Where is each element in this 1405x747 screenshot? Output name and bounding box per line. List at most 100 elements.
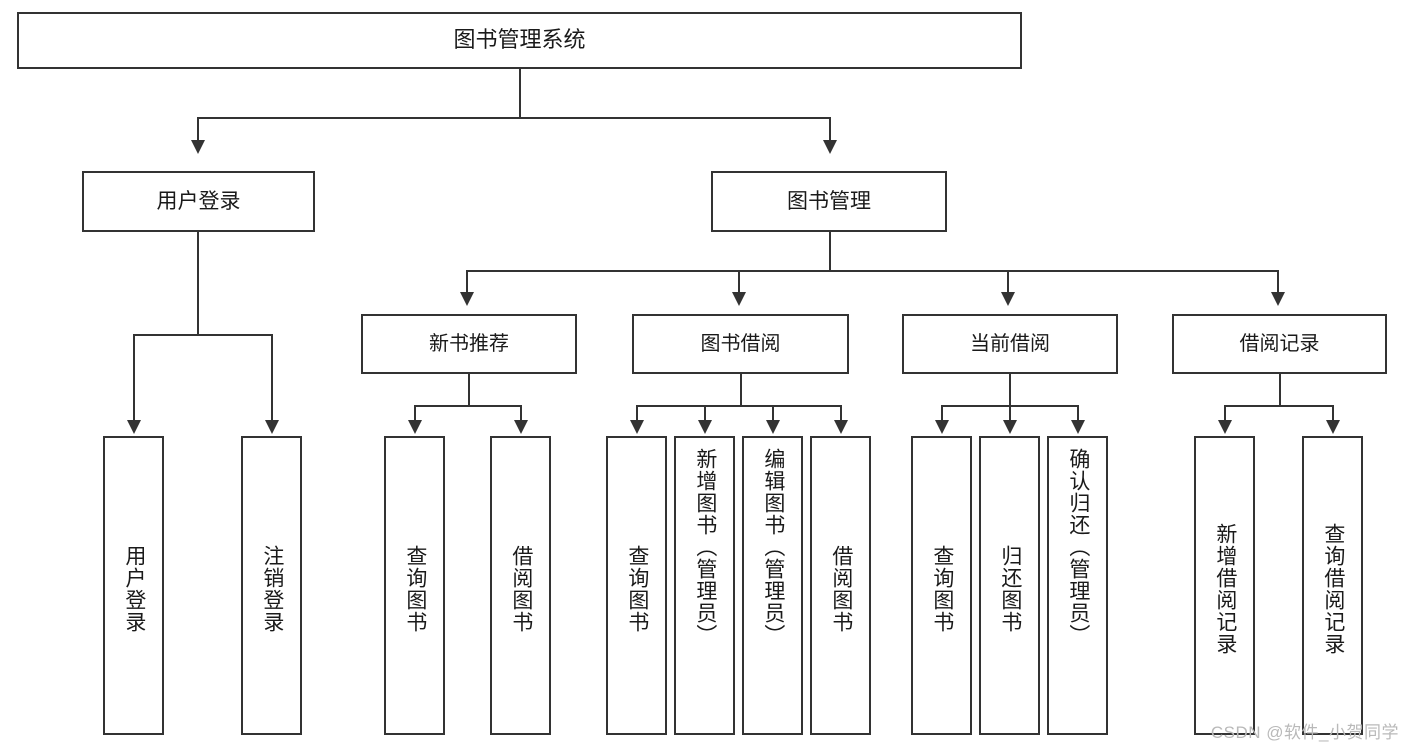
node-label: 新增图书（管理员） [693, 448, 717, 646]
connector-new-book-leaf1 [414, 405, 416, 422]
arrowhead-user-login-leaf2 [265, 420, 279, 434]
node-label: 借阅记录 [1239, 333, 1320, 355]
connector-root-stem [519, 69, 521, 118]
leaf-query-book-current[interactable]: 查询图书 [911, 436, 972, 735]
arrowhead-book-borrow-leaf3 [766, 420, 780, 434]
leaf-text-wrap: 查询图书 [913, 444, 970, 733]
arrowhead-borrow-record-leaf2 [1326, 420, 1340, 434]
leaf-text-wrap: 确认归还（管理员） [1049, 444, 1106, 737]
node-borrow-record[interactable]: 借阅记录 [1172, 314, 1387, 374]
arrowhead-book-manage [823, 140, 837, 154]
node-user-login[interactable]: 用户登录 [82, 171, 315, 232]
connector-current-borrow-stem [1009, 374, 1011, 406]
node-label: 查询图书 [403, 544, 427, 633]
connector-book-borrow-leaf2 [704, 405, 706, 422]
node-label: 借阅图书 [509, 544, 533, 633]
arrowhead-borrow-record [1271, 292, 1285, 306]
leaf-add-borrow-record[interactable]: 新增借阅记录 [1194, 436, 1255, 735]
node-label: 编辑图书（管理员） [761, 448, 785, 646]
leaf-text-wrap: 编辑图书（管理员） [744, 444, 801, 737]
leaf-borrow-book-recommend[interactable]: 借阅图书 [490, 436, 551, 735]
connector-borrow-record-stem [1279, 374, 1281, 406]
leaf-return-book[interactable]: 归还图书 [979, 436, 1040, 735]
connector-book-manage-stem [829, 232, 831, 271]
arrowhead-new-book-leaf1 [408, 420, 422, 434]
leaf-text-wrap: 查询图书 [386, 444, 443, 733]
leaf-user-login[interactable]: 用户登录 [103, 436, 164, 735]
connector-new-book-stem [468, 374, 470, 406]
node-label: 归还图书 [998, 544, 1022, 633]
leaf-query-book-recommend[interactable]: 查询图书 [384, 436, 445, 735]
connector-book-borrow-leaf4 [840, 405, 842, 422]
connector-to-borrow-record [1277, 270, 1279, 294]
connector-borrow-record-leaf1 [1224, 405, 1226, 422]
node-root-system[interactable]: 图书管理系统 [17, 12, 1022, 69]
arrowhead-current-borrow [1001, 292, 1015, 306]
arrowhead-book-borrow [732, 292, 746, 306]
arrowhead-current-borrow-leaf2 [1003, 420, 1017, 434]
connector-new-book-bus [414, 405, 522, 407]
connector-book-borrow-leaf1 [636, 405, 638, 422]
connector-new-book-leaf2 [520, 405, 522, 422]
connector-current-borrow-leaf3 [1077, 405, 1079, 422]
leaf-logout[interactable]: 注销登录 [241, 436, 302, 735]
arrowhead-current-borrow-leaf1 [935, 420, 949, 434]
connector-user-login-stem [197, 232, 199, 335]
connector-user-login-leaf2 [271, 334, 273, 422]
arrowhead-book-borrow-leaf1 [630, 420, 644, 434]
connector-book-borrow-leaf3 [772, 405, 774, 422]
leaf-confirm-return-admin[interactable]: 确认归还（管理员） [1047, 436, 1108, 735]
node-label: 用户登录 [156, 189, 241, 213]
connector-to-new-book [466, 270, 468, 294]
leaf-query-book-borrow[interactable]: 查询图书 [606, 436, 667, 735]
node-label: 图书管理 [787, 189, 871, 213]
node-book-borrow[interactable]: 图书借阅 [632, 314, 849, 374]
leaf-edit-book-admin[interactable]: 编辑图书（管理员） [742, 436, 803, 735]
node-label: 注销登录 [260, 544, 284, 633]
leaf-borrow-book[interactable]: 借阅图书 [810, 436, 871, 735]
connector-book-borrow-bus [636, 405, 841, 407]
arrowhead-new-book [460, 292, 474, 306]
node-label: 查询图书 [930, 544, 954, 633]
node-label: 查询借阅记录 [1321, 522, 1345, 655]
leaf-text-wrap: 用户登录 [105, 444, 162, 733]
node-label: 确认归还（管理员） [1066, 448, 1090, 646]
node-label: 查询图书 [625, 544, 649, 633]
leaf-text-wrap: 查询图书 [608, 444, 665, 733]
arrowhead-borrow-record-leaf1 [1218, 420, 1232, 434]
connector-borrow-record-leaf2 [1332, 405, 1334, 422]
connector-book-borrow-stem [740, 374, 742, 406]
leaf-text-wrap: 注销登录 [243, 444, 300, 733]
node-new-book-recommend[interactable]: 新书推荐 [361, 314, 577, 374]
leaf-text-wrap: 新增图书（管理员） [676, 444, 733, 737]
leaf-text-wrap: 归还图书 [981, 444, 1038, 733]
connector-to-current-borrow [1007, 270, 1009, 294]
arrowhead-new-book-leaf2 [514, 420, 528, 434]
connector-to-book-manage [829, 117, 831, 142]
arrowhead-user-login-leaf1 [127, 420, 141, 434]
arrowhead-book-borrow-leaf2 [698, 420, 712, 434]
node-current-borrow[interactable]: 当前借阅 [902, 314, 1118, 374]
node-label: 图书管理系统 [453, 27, 586, 53]
arrowhead-book-borrow-leaf4 [834, 420, 848, 434]
node-label: 用户登录 [122, 544, 146, 633]
leaf-text-wrap: 查询借阅记录 [1304, 444, 1361, 733]
connector-user-login-bus [133, 334, 272, 336]
node-label: 当前借阅 [970, 333, 1050, 355]
connector-current-borrow-leaf1 [941, 405, 943, 422]
node-book-manage[interactable]: 图书管理 [711, 171, 947, 232]
arrowhead-current-borrow-leaf3 [1071, 420, 1085, 434]
leaf-text-wrap: 借阅图书 [812, 444, 869, 733]
connector-level2-bus [466, 270, 1279, 272]
leaf-add-book-admin[interactable]: 新增图书（管理员） [674, 436, 735, 735]
leaf-query-borrow-record[interactable]: 查询借阅记录 [1302, 436, 1363, 735]
arrowhead-user-login [191, 140, 205, 154]
node-label: 新增借阅记录 [1213, 522, 1237, 655]
connector-borrow-record-bus [1224, 405, 1334, 407]
csdn-watermark: CSDN @软件_小贺同学 [1210, 723, 1399, 742]
node-label: 图书借阅 [700, 333, 781, 355]
leaf-text-wrap: 新增借阅记录 [1196, 444, 1253, 733]
connector-to-book-borrow [738, 270, 740, 294]
node-label: 新书推荐 [429, 333, 509, 355]
